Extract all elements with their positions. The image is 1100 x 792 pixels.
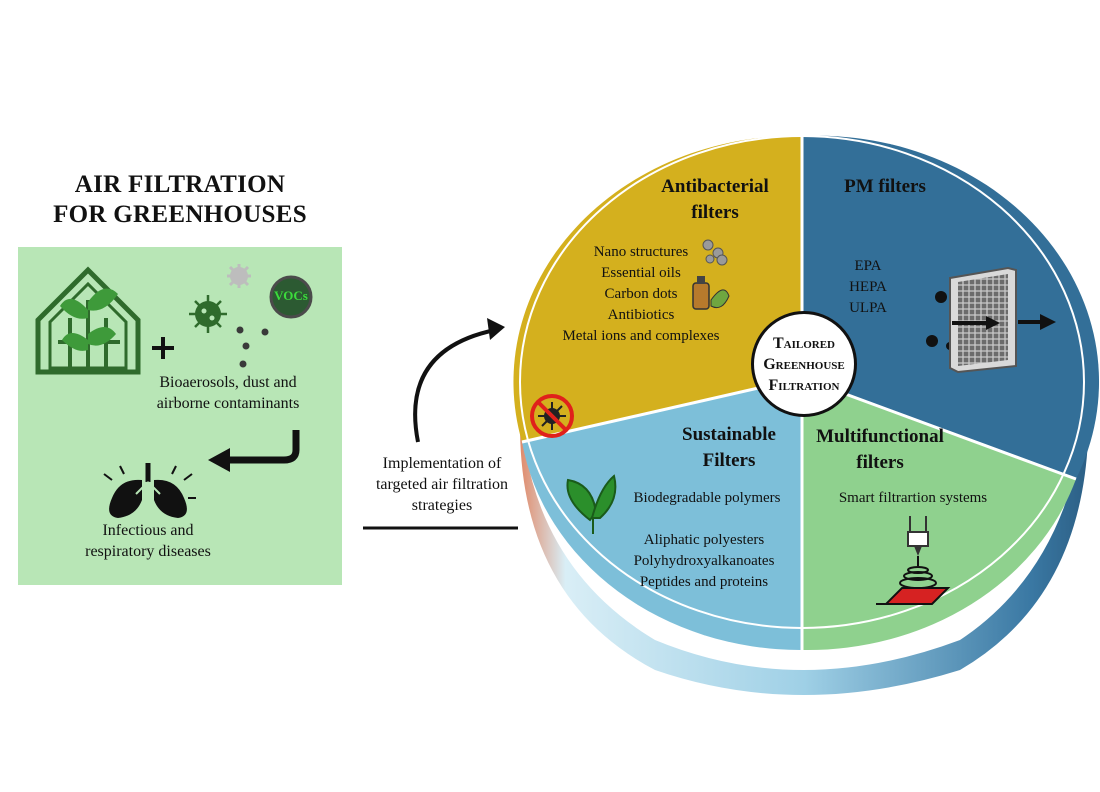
particle-dots <box>236 326 269 368</box>
antibacterial-title-line-2: filters <box>691 202 739 223</box>
list-item: Metal ions and complexes <box>562 328 720 344</box>
sustainable-title-line-2: Filters <box>702 450 756 471</box>
leaves-icon <box>566 474 617 534</box>
disc-outline <box>519 135 1085 629</box>
list-item: Peptides and proteins <box>639 574 769 590</box>
diseases-line-1: Infectious and <box>102 522 194 539</box>
vocs-bubble <box>269 275 313 319</box>
list-item: HEPA <box>849 279 887 295</box>
pm-list: EPA HEPA ULPA <box>838 256 898 319</box>
list-item: Essential oils <box>601 265 681 281</box>
list-item: Polyhydroxyalkanoates <box>633 553 775 569</box>
dust-icon <box>227 264 251 288</box>
sustainable-list: Aliphatic polyesters Polyhydroxyalkanoat… <box>604 530 804 593</box>
hub-line-2: Greenhouse <box>763 355 845 373</box>
return-arrow-head <box>208 448 230 472</box>
pm-filter-icon <box>926 266 1056 374</box>
plus-icon <box>152 337 174 359</box>
center-hub: Tailored Greenhouse Filtration <box>751 311 857 417</box>
multifunctional-title-line-2: filters <box>856 452 904 473</box>
curved-arrow <box>413 328 496 443</box>
no-bacteria-icon <box>530 394 574 438</box>
list-item: Aliphatic polyesters <box>643 532 765 548</box>
segment-multifunctional <box>802 378 1076 651</box>
antibacterial-title-line-1: Antibacterial <box>661 176 769 197</box>
antibacterial-list: Nano structures Essential oils Carbon do… <box>536 242 746 347</box>
segment-sustainable <box>522 378 802 651</box>
list-item: Carbon dots <box>604 286 678 302</box>
multifunctional-title-line-1: Multifunctional <box>816 426 944 447</box>
implementation-line-2: targeted air filtration <box>375 476 509 493</box>
list-item: EPA <box>854 258 882 274</box>
return-arrow <box>226 430 300 464</box>
curved-arrow-head <box>487 318 505 340</box>
greenhouse-icon <box>35 266 141 375</box>
virus-icon <box>189 295 227 333</box>
hub-line-3: Filtration <box>768 376 840 394</box>
divider-left <box>521 376 803 444</box>
multifunctional-title: Multifunctional filters <box>800 424 960 476</box>
implementation-line-3: strategies <box>411 497 473 514</box>
list-item: Smart filtrartion systems <box>838 490 988 506</box>
sustainable-item-primary: Biodegradable polymers <box>633 490 781 506</box>
list-item: ULPA <box>849 300 887 316</box>
oil-bottle-icon <box>692 276 730 310</box>
contaminants-label: Bioaerosols, dust and airborne contamina… <box>143 372 313 414</box>
page-title: AIR FILTRATION FOR GREENHOUSES <box>20 170 340 230</box>
title-line-2: FOR GREENHOUSES <box>53 201 307 228</box>
nano-structures-icon <box>702 239 728 266</box>
divider-right <box>801 376 1077 481</box>
vocs-label: VOCs <box>274 288 308 303</box>
diseases-line-2: respiratory diseases <box>85 543 211 560</box>
contaminants-line-1: Bioaerosols, dust and <box>159 374 297 391</box>
pm-title: PM filters <box>844 176 926 197</box>
printer-nozzle-icon <box>876 516 951 605</box>
lungs-icon <box>103 463 196 518</box>
segment-antibacterial <box>513 135 802 442</box>
contaminants-line-2: airborne contaminants <box>156 395 300 412</box>
hub-line-1: Tailored <box>772 334 835 352</box>
diseases-label: Infectious and respiratory diseases <box>60 520 236 562</box>
list-item: Nano structures <box>593 244 689 260</box>
list-item: Antibiotics <box>607 307 675 323</box>
antibacterial-title: Antibacterial filters <box>640 174 790 226</box>
sustainable-title: Sustainable Filters <box>654 422 804 474</box>
sustainable-title-line-1: Sustainable <box>682 424 776 445</box>
implementation-line-1: Implementation of <box>382 455 502 472</box>
title-line-1: AIR FILTRATION <box>74 171 286 198</box>
implementation-label: Implementation of targeted air filtratio… <box>352 453 532 516</box>
multifunctional-list: Smart filtrartion systems <box>818 488 1008 509</box>
